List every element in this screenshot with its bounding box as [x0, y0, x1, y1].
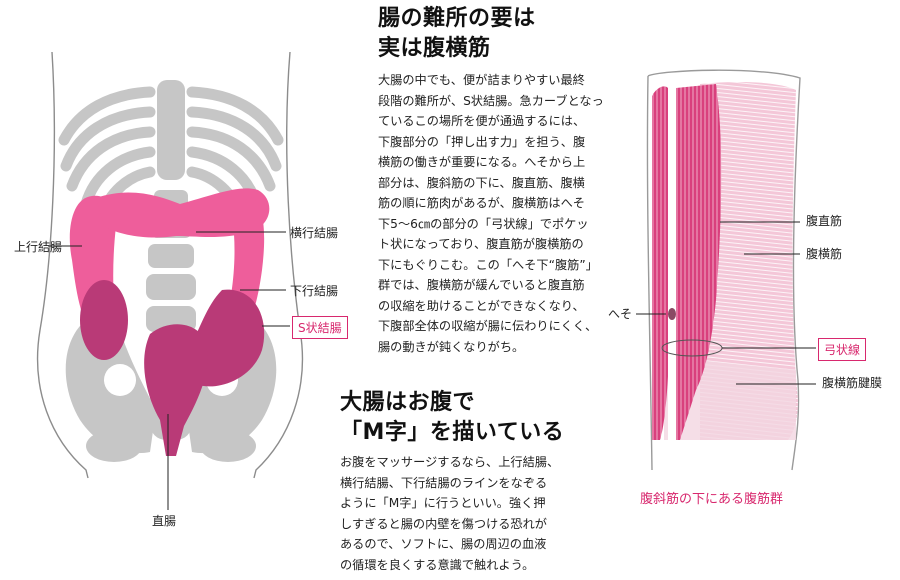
label-rectum: 直腸: [152, 514, 177, 528]
text-line: 横筋の働きが重要になる。へそから上: [378, 155, 586, 169]
text-line: 横行結腸、下行結腸のラインをなぞる: [340, 475, 548, 490]
muscle-figure-caption: 腹斜筋の下にある腹筋群: [640, 492, 784, 507]
text-line: ト状になっており、腹直筋が腹横筋の: [378, 237, 584, 251]
label-transverse-colon: 横行結腸: [290, 226, 339, 240]
text-line: ように「M字」に行うといい。強く押: [340, 496, 546, 510]
text-line: の収縮を助けることができなくなり、: [378, 298, 585, 313]
intro-heading-line2: 実は腹横筋: [378, 36, 491, 61]
text-line: 下腹部分の「押し出す力」を担う、腹: [378, 134, 586, 149]
text-line: 下腹部全体の収縮が腸に伝わりにくく、: [378, 319, 598, 333]
text-line: 大腸の中でも、便が詰まりやすい最終: [378, 73, 585, 87]
label-descending-colon: 下行結腸: [290, 284, 339, 298]
massage-heading-line2: 「M字」を描いている: [340, 420, 565, 445]
text-line: 群では、腹横筋が緩んでいると腹直筋: [378, 278, 585, 292]
label-rectus-abdominis: 腹直筋: [806, 214, 843, 228]
text-line: 部分は、腹斜筋の下に、腹直筋、腹横: [378, 175, 585, 190]
intro-section: 腸の難所の要は 実は腹横筋 大腸の中でも、便が詰まりやすい最終 段階の難所が、S…: [378, 4, 628, 357]
massage-body: お腹をマッサージするなら、上行結腸、 横行結腸、下行結腸のラインをなぞる ように…: [340, 452, 600, 575]
label-sigmoid-colon: S状結腸: [292, 316, 348, 339]
text-line: 腸の動きが鈍くなりがち。: [378, 339, 525, 354]
text-line: しすぎると腸の内壁を傷つける恐れが: [340, 516, 547, 531]
intro-body: 大腸の中でも、便が詰まりやすい最終 段階の難所が、S状結腸。急カーブとなっ てい…: [378, 70, 628, 357]
text-line: 下にもぐりこむ。この「へそ下“腹筋”」: [378, 257, 598, 272]
label-transversus-abdominis: 腹横筋: [806, 247, 843, 261]
text-line: 段階の難所が、S状結腸。急カーブとなっ: [378, 93, 604, 108]
text-line: ているこの場所を便が通過するには、: [378, 114, 586, 128]
text-line: 筋の順に筋肉があるが、腹横筋はへそ: [378, 196, 585, 210]
label-navel: へそ: [608, 307, 633, 321]
text-line: 下5～6㎝の部分の「弓状線」でポケッ: [378, 216, 589, 231]
massage-heading-line1: 大腸はお腹で: [340, 390, 476, 415]
text-line: お腹をマッサージするなら、上行結腸、: [340, 455, 560, 469]
intro-heading-line1: 腸の難所の要は: [378, 6, 536, 31]
label-arcuate-line: 弓状線: [818, 338, 867, 361]
text-line: の循環を良くする意識で触れよう。: [340, 557, 535, 572]
text-line: あるので、ソフトに、腸の周辺の血液: [340, 537, 547, 551]
massage-section: 大腸はお腹で 「M字」を描いている お腹をマッサージするなら、上行結腸、 横行結…: [340, 388, 600, 575]
label-transversus-aponeurosis: 腹横筋腱膜: [822, 376, 883, 390]
label-ascending-colon: 上行結腸: [14, 240, 63, 254]
